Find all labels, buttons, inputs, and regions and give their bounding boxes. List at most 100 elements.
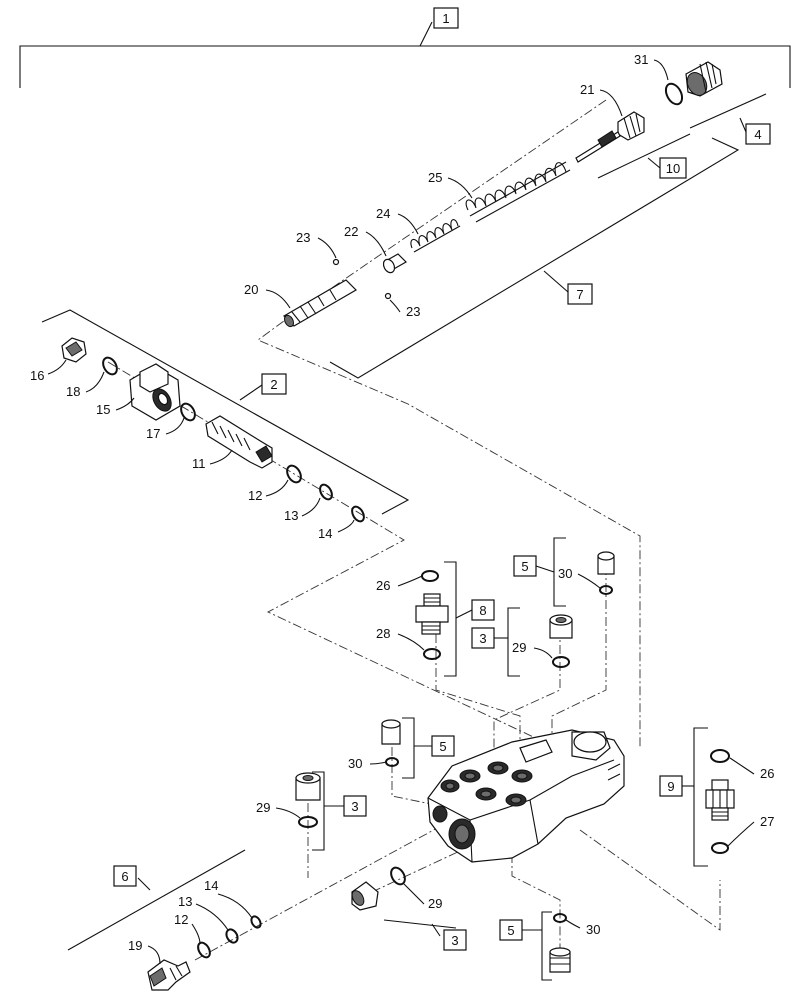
part-25-spring xyxy=(465,161,571,223)
part-19-plug xyxy=(147,959,191,991)
callout-5c-text: 5 xyxy=(507,923,514,938)
part-30-plug-bottom xyxy=(549,947,571,973)
part-29-plug-bottom xyxy=(351,881,379,911)
label-13: 13 xyxy=(284,508,298,523)
callout-8: 8 xyxy=(471,599,495,621)
callout-3c-text: 3 xyxy=(451,933,458,948)
part-29-plug-left xyxy=(295,772,321,801)
label-25: 25 xyxy=(428,170,442,185)
part-28-oring xyxy=(423,648,441,660)
part-16-nut xyxy=(61,337,87,363)
group-bracket-5c xyxy=(541,911,552,981)
part-13-backup-ring xyxy=(319,483,333,501)
group-bracket-3c xyxy=(383,919,457,937)
callout-10: 10 xyxy=(659,157,687,179)
part-24-spring xyxy=(410,219,461,253)
label-12: 12 xyxy=(248,488,262,503)
group-bracket-5b xyxy=(402,717,415,779)
part-29-seal-bottom xyxy=(390,866,406,886)
part-26-oring-right xyxy=(710,749,730,763)
label-24: 24 xyxy=(376,206,390,221)
label-19: 19 xyxy=(128,938,142,953)
valve-body xyxy=(427,729,625,863)
label-30-middle: 30 xyxy=(348,756,362,771)
part-21-nut xyxy=(617,111,645,141)
part-14-oring xyxy=(351,505,365,523)
label-23-bottom: 23 xyxy=(406,304,420,319)
part-23-ball-top xyxy=(332,258,340,266)
callout-3a: 3 xyxy=(471,627,495,649)
part-30-plug-upper xyxy=(597,551,615,575)
label-12-bottom: 12 xyxy=(174,912,188,927)
assembly-bracket-1 xyxy=(19,21,791,88)
callout-7-text: 7 xyxy=(576,287,583,302)
label-26-right: 26 xyxy=(760,766,774,781)
callout-8-text: 8 xyxy=(479,603,486,618)
part-fitting-8 xyxy=(415,593,449,635)
part-18-oring xyxy=(102,356,118,376)
label-29-bottom: 29 xyxy=(428,896,442,911)
callout-6: 6 xyxy=(113,865,137,887)
label-29-left: 29 xyxy=(256,800,270,815)
callout-4-text: 4 xyxy=(754,127,761,142)
assembly-centerlines xyxy=(107,99,721,961)
label-22: 22 xyxy=(344,224,358,239)
label-29-upper: 29 xyxy=(512,640,526,655)
callout-3b-text: 3 xyxy=(351,799,358,814)
label-23-top: 23 xyxy=(296,230,310,245)
part-rod xyxy=(575,130,621,163)
callout-3c: 3 xyxy=(443,929,467,951)
part-17-oring xyxy=(180,402,196,422)
label-16: 16 xyxy=(30,368,44,383)
leader-lines xyxy=(47,59,755,965)
group-bracket-10 xyxy=(597,133,691,179)
callout-2: 2 xyxy=(261,373,287,395)
part-14-oring-bottom xyxy=(250,915,262,929)
label-30-bottom: 30 xyxy=(586,922,600,937)
part-27-oring xyxy=(711,842,729,854)
group-bracket-9 xyxy=(693,727,708,867)
label-21: 21 xyxy=(580,82,594,97)
group-bracket-3b xyxy=(312,771,325,851)
part-30-plug-middle xyxy=(381,719,401,745)
part-11-cartridge xyxy=(205,415,273,469)
part-22-spacer xyxy=(382,253,407,274)
group-bracket-4 xyxy=(689,93,767,133)
callout-5a: 5 xyxy=(513,555,537,577)
part-31-oring xyxy=(664,82,684,106)
label-13-bottom: 13 xyxy=(178,894,192,909)
label-15: 15 xyxy=(96,402,110,417)
callout-3a-text: 3 xyxy=(479,631,486,646)
group-bracket-2 xyxy=(41,309,410,515)
part-fitting-9 xyxy=(705,779,735,821)
part-12-oring-bottom xyxy=(197,941,211,959)
label-27: 27 xyxy=(760,814,774,829)
part-13-backup-bottom xyxy=(225,928,239,944)
part-26-oring-upper xyxy=(421,570,439,582)
part-23-ball-bottom xyxy=(384,292,392,300)
label-14: 14 xyxy=(318,526,332,541)
callout-4: 4 xyxy=(745,123,771,145)
label-11: 11 xyxy=(192,456,206,471)
callout-2-text: 2 xyxy=(270,377,277,392)
callout-7: 7 xyxy=(567,283,593,305)
label-28: 28 xyxy=(376,626,390,641)
callout-3b: 3 xyxy=(343,795,367,817)
part-29-seal-left xyxy=(298,816,318,828)
part-31-plug xyxy=(685,61,723,97)
label-14-bottom: 14 xyxy=(204,878,218,893)
callout-5c: 5 xyxy=(499,919,523,941)
callout-1-text: 1 xyxy=(442,11,449,26)
label-17: 17 xyxy=(146,426,160,441)
callout-9: 9 xyxy=(659,775,683,797)
group-bracket-8-tick xyxy=(455,609,473,619)
part-20-spool xyxy=(283,279,357,328)
part-number-labels: 31 21 25 24 22 23 23 20 16 18 15 17 11 1… xyxy=(30,52,774,953)
callout-6-text: 6 xyxy=(121,869,128,884)
callout-5a-text: 5 xyxy=(521,559,528,574)
label-31: 31 xyxy=(634,52,648,67)
label-20: 20 xyxy=(244,282,258,297)
group-bracket-3a xyxy=(507,607,520,677)
callout-9-text: 9 xyxy=(667,779,674,794)
